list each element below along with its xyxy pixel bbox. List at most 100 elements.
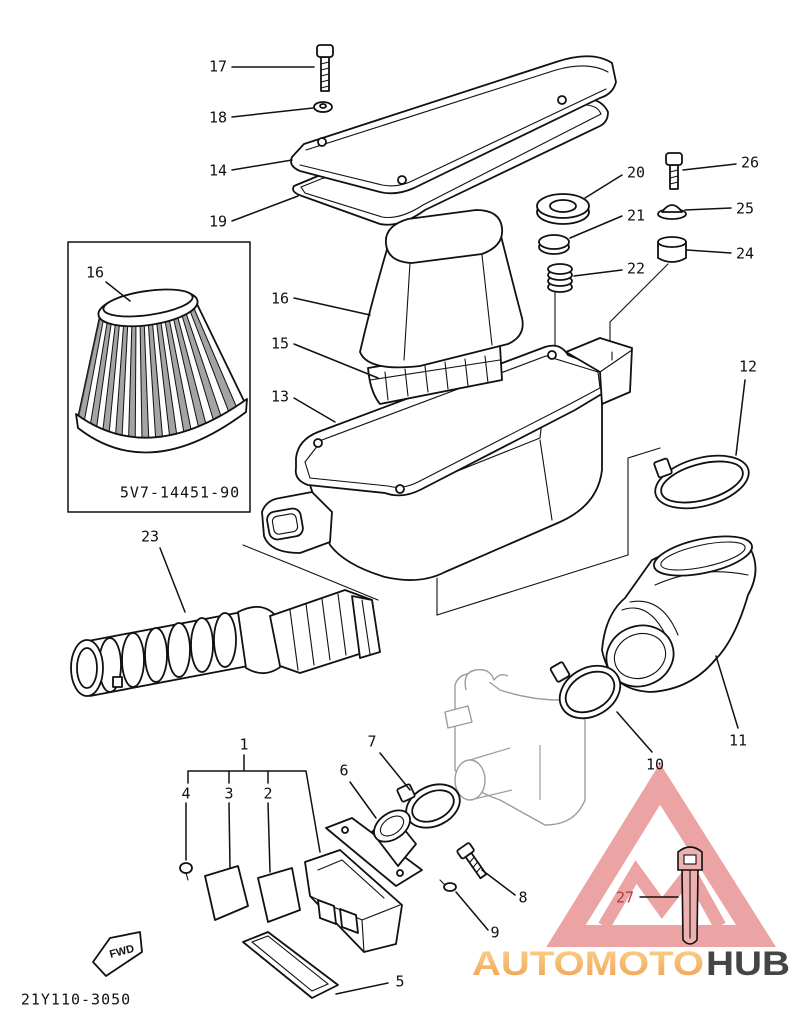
carburetor-inlet <box>454 759 486 801</box>
leader-10 <box>616 711 653 753</box>
callout-labels: 17 18 14 19 20 21 22 26 25 24 16 15 13 1… <box>141 58 759 991</box>
callout-13: 13 <box>271 388 289 406</box>
leader-1-bracket <box>187 754 321 853</box>
inset-frame <box>67 241 251 513</box>
hose-corrugation <box>167 622 191 678</box>
callout-12: 12 <box>739 358 757 376</box>
cover-washer-hole <box>319 103 327 109</box>
watermark-brand-part-1: AUTOMOTO <box>472 945 704 983</box>
filter-pleat-shade <box>188 303 238 414</box>
frame-lattice <box>384 355 489 401</box>
carburetor-joint <box>325 809 423 887</box>
filter-pleat-line <box>191 303 238 409</box>
leader-20 <box>584 174 623 199</box>
filter-pleat-line <box>147 317 157 441</box>
joint-tube-opening <box>373 809 411 843</box>
reed-petal-window <box>339 908 359 934</box>
hose-tab <box>112 676 123 688</box>
inset-part-number: 5V7-14451-90 <box>120 484 240 502</box>
hose-flange-edge <box>361 599 371 655</box>
watermark-triangle <box>546 763 776 947</box>
carburetor-top <box>464 669 509 691</box>
leader-8 <box>481 869 516 896</box>
clamp-10-screw-housing <box>549 661 571 683</box>
filter-pleat-shade <box>140 318 149 441</box>
clamp-7-screw-housing <box>396 783 416 803</box>
cover-bolt-hole-right <box>557 95 567 105</box>
filter-pleat-shade <box>78 316 104 423</box>
clamp-10 <box>549 661 622 720</box>
filter-pleat-line <box>187 305 230 414</box>
filter-pleat-shade <box>148 317 163 441</box>
callout-6: 6 <box>339 762 348 780</box>
grommet-20-hole <box>549 199 577 213</box>
air-box-outlet-opening <box>266 507 304 541</box>
reed-petal-window <box>317 899 337 925</box>
filter-pleat-line <box>155 316 171 439</box>
callout-7: 7 <box>367 733 376 751</box>
filter-pleat-shade <box>172 310 207 430</box>
cover-bolt-threads <box>320 61 330 89</box>
grommet-20 <box>536 193 590 225</box>
reed-valve-block <box>304 849 403 953</box>
hose-end-inner <box>76 647 98 689</box>
filter-pleat-shade <box>102 318 120 435</box>
watermark-m-mark <box>598 860 726 930</box>
reed-plate-3-body <box>204 865 249 921</box>
strap-27 <box>677 846 703 945</box>
leader-15 <box>293 343 379 379</box>
callout-21: 21 <box>627 207 645 225</box>
leader-25 <box>684 207 732 211</box>
fwd-arrow-shape <box>92 931 143 977</box>
air-cleaner-cover <box>290 55 617 195</box>
bolt-8 <box>456 842 488 880</box>
cover-shell <box>290 55 617 195</box>
damper-24 <box>657 236 687 263</box>
watermark-logo <box>546 763 776 947</box>
air-box-rim-inner <box>304 355 601 488</box>
callout-26: 26 <box>741 154 759 172</box>
leader-lines <box>159 66 746 995</box>
clamp-12-inner <box>660 460 744 504</box>
filter-pleat-line <box>121 319 129 439</box>
inset-filter-bottom-rim <box>75 398 248 454</box>
boot-top-inner <box>660 541 746 571</box>
filter-pleat-line <box>89 317 109 426</box>
leader-13 <box>293 397 336 423</box>
callout-18: 18 <box>209 109 227 127</box>
filter-pleat-line <box>83 316 105 423</box>
callout-23: 23 <box>141 528 159 546</box>
strap-27-slot <box>683 854 697 865</box>
carburetor-vent <box>444 705 473 729</box>
air-filter-element <box>359 209 524 369</box>
hose-corrugation <box>213 612 237 668</box>
inset-filter-top-cap <box>102 288 194 318</box>
screw-4 <box>179 862 193 881</box>
filter-pleat-line <box>183 307 223 419</box>
hose-corrugation <box>144 627 168 683</box>
clamp-12-screw-housing <box>653 457 673 479</box>
screw-4-shaft <box>185 872 189 881</box>
leader-11 <box>715 655 739 729</box>
intake-hose <box>70 589 381 697</box>
clamp-12 <box>653 454 750 510</box>
filter-pleat-shade <box>180 307 222 423</box>
callout-19: 19 <box>209 213 227 231</box>
hose-corrugation <box>190 617 214 673</box>
leader-19 <box>231 195 299 222</box>
leader-18 <box>231 107 314 118</box>
cover-washer <box>313 101 333 113</box>
bolt-8-head <box>456 842 475 860</box>
callout-4: 4 <box>181 785 190 803</box>
callout-22: 22 <box>627 260 645 278</box>
callout-17: 17 <box>209 58 227 76</box>
bolt-8-threads <box>469 856 482 874</box>
filter-pleat-line <box>134 319 137 441</box>
filter-pleat-shade <box>90 317 112 430</box>
reed-block-flange <box>317 859 385 899</box>
filter-pleat-line <box>179 308 215 423</box>
alignment-line-13-23 <box>242 544 379 601</box>
cover-lip-edge <box>299 88 607 187</box>
reed-plate-3 <box>204 865 249 921</box>
